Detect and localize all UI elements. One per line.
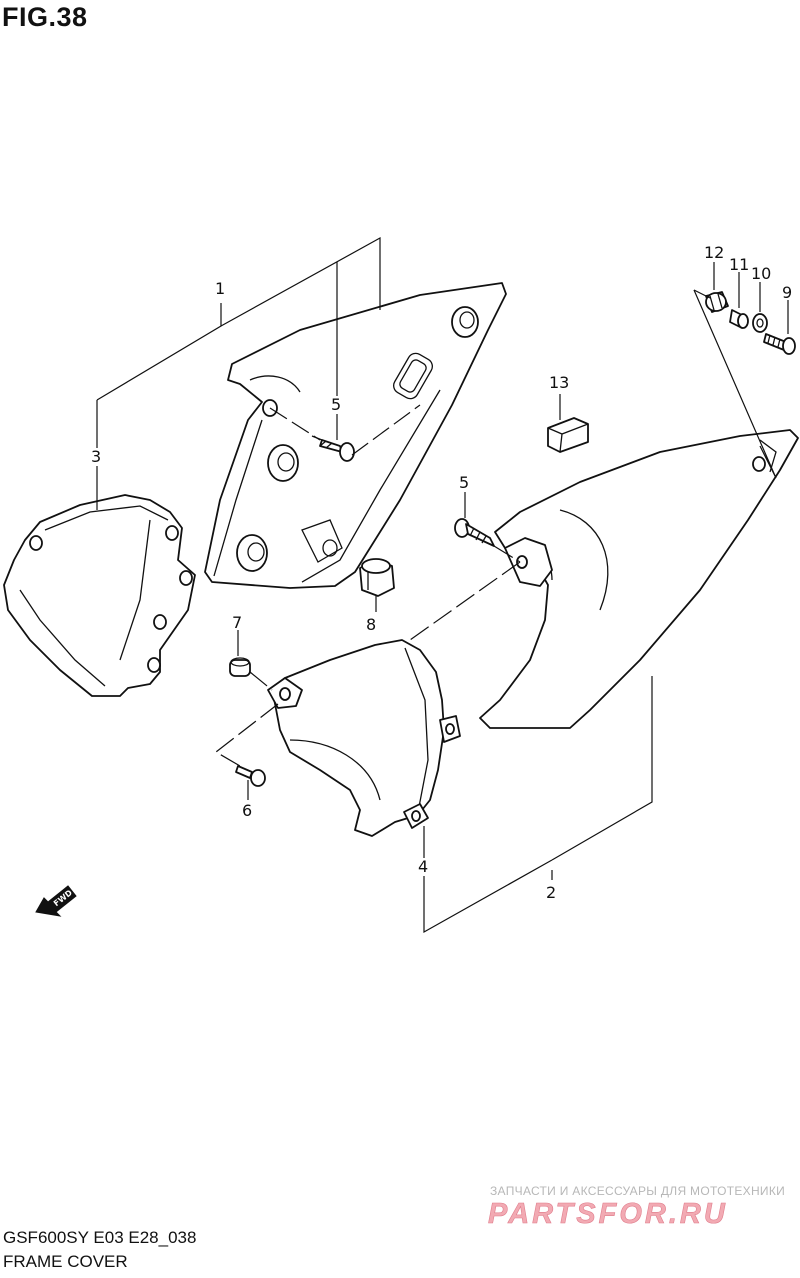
part-4-right-trim	[267, 639, 461, 837]
fwd-arrow-icon: FWD	[35, 885, 77, 917]
part-7-grommet	[229, 657, 251, 677]
leader-lines	[96, 236, 789, 934]
callout-4: 4	[418, 857, 428, 876]
watermark-logo: PARTSFOR.RU	[488, 1198, 728, 1230]
callout-6: 6	[242, 801, 252, 820]
part-13-block	[547, 417, 589, 453]
callout-11: 11	[729, 255, 749, 274]
callout-1: 1	[215, 279, 225, 298]
callout-5-upper: 5	[331, 395, 341, 414]
part-8-cushion	[359, 558, 395, 597]
part-5-screw-lower	[454, 518, 495, 547]
callout-7: 7	[232, 613, 242, 632]
figure-title: FIG.38	[2, 2, 88, 32]
callout-9: 9	[782, 283, 792, 302]
part-10-washer	[752, 313, 768, 333]
part-5-screw-upper	[311, 435, 355, 462]
callout-2: 2	[546, 883, 556, 902]
callout-labels: 1 2 3 4 5 5 6 7 8 9 10 11 12 13	[91, 243, 792, 902]
callout-5-lower: 5	[459, 473, 469, 492]
figure-caption: FRAME COVER	[3, 1252, 128, 1271]
model-code: GSF600SY E03 E28_038	[3, 1228, 197, 1247]
callout-10: 10	[751, 264, 771, 283]
callout-3: 3	[91, 447, 101, 466]
part-6-screw	[235, 765, 266, 787]
part-1-left-frame-cover	[204, 282, 507, 589]
watermark-tagline: ЗАПЧАСТИ И АКСЕССУАРЫ ДЛЯ МОТОТЕХНИКИ	[490, 1184, 786, 1198]
part-9-bolt	[763, 333, 796, 355]
watermark-brand: PARTSFOR.RU	[488, 1198, 728, 1230]
part-12-grommet	[705, 291, 729, 313]
part-3-left-trim	[3, 494, 196, 697]
part-11-spacer	[729, 309, 749, 329]
part-2-right-frame-cover	[479, 429, 799, 729]
callout-8: 8	[366, 615, 376, 634]
callout-12: 12	[704, 243, 724, 262]
callout-13: 13	[549, 373, 569, 392]
